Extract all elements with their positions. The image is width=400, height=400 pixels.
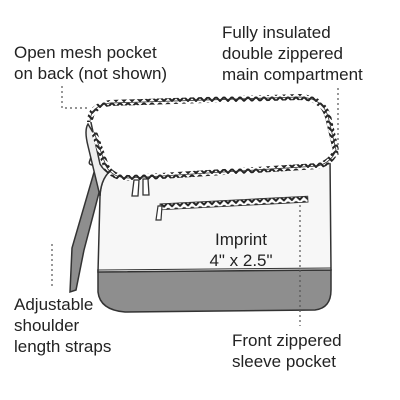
- callout-mesh-pocket-line-2: on back (not shown): [14, 64, 168, 83]
- callout-imprint-line-1: Imprint: [215, 230, 267, 249]
- callout-shoulder-strap-line-1: Adjustable: [14, 295, 94, 314]
- callout-shoulder-strap-line-2: shoulder: [14, 316, 80, 335]
- zipper-pull: [131, 179, 140, 197]
- callout-mesh-pocket: Open mesh pocket on back (not shown): [14, 42, 167, 84]
- callout-shoulder-strap: Adjustable shoulder length straps: [14, 294, 111, 357]
- pocket-zipper-pull: [155, 205, 163, 221]
- callout-shoulder-strap-line-3: length straps: [14, 337, 112, 356]
- callout-sleeve-pocket-line-1: Front zippered: [232, 331, 342, 350]
- callout-main-compartment-line-2: double zippered: [222, 44, 343, 63]
- bag-base: [97, 269, 332, 313]
- callout-sleeve-pocket-line-2: sleeve pocket: [232, 352, 336, 371]
- callout-main-compartment: Fully insulated double zippered main com…: [222, 22, 363, 85]
- callout-mesh-pocket-line-1: Open mesh pocket: [14, 43, 157, 62]
- callout-main-compartment-line-3: main compartment: [222, 65, 363, 84]
- leader-mesh-pocket: [61, 86, 90, 109]
- callout-sleeve-pocket: Front zippered sleeve pocket: [232, 330, 342, 372]
- callout-imprint-line-2: 4" x 2.5": [209, 251, 273, 270]
- callout-main-compartment-line-1: Fully insulated: [222, 23, 331, 42]
- leader-lines: [51, 86, 339, 326]
- callout-imprint: Imprint 4" x 2.5": [202, 229, 280, 271]
- zipper-pull: [142, 178, 150, 196]
